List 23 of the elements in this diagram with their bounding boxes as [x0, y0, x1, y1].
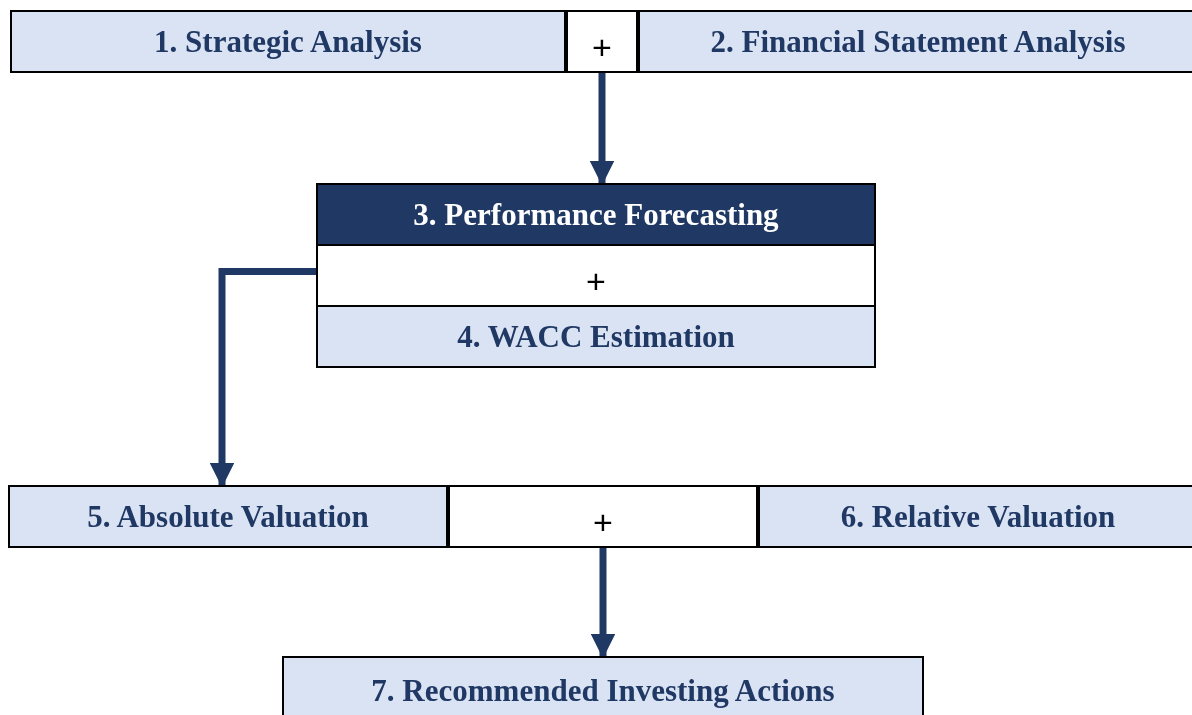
plus-box — [566, 10, 638, 73]
step-label: 1. Strategic Analysis — [154, 23, 422, 60]
step-box — [758, 485, 1192, 548]
plus-sign: + — [593, 502, 613, 542]
step-label: 2. Financial Statement Analysis — [710, 23, 1126, 60]
step-label: 5. Absolute Valuation — [87, 498, 369, 535]
step-label: 6. Relative Valuation — [840, 498, 1116, 535]
step-box — [10, 10, 566, 73]
step-box — [282, 656, 924, 715]
plus-sign: + — [592, 27, 612, 67]
arrow — [209, 268, 316, 488]
plus-box — [316, 244, 876, 307]
step-box — [316, 305, 876, 368]
step-box — [8, 485, 448, 548]
step-box — [638, 10, 1192, 73]
step-label: 3. Performance Forecasting — [413, 196, 779, 233]
highlighted-step-box — [316, 183, 876, 246]
step-label: 7. Recommended Investing Actions — [371, 673, 835, 709]
plus-sign: + — [586, 261, 606, 301]
arrow — [590, 548, 616, 659]
plus-box — [448, 485, 758, 548]
step-label: 4. WACC Estimation — [457, 318, 735, 355]
arrow — [589, 73, 615, 186]
